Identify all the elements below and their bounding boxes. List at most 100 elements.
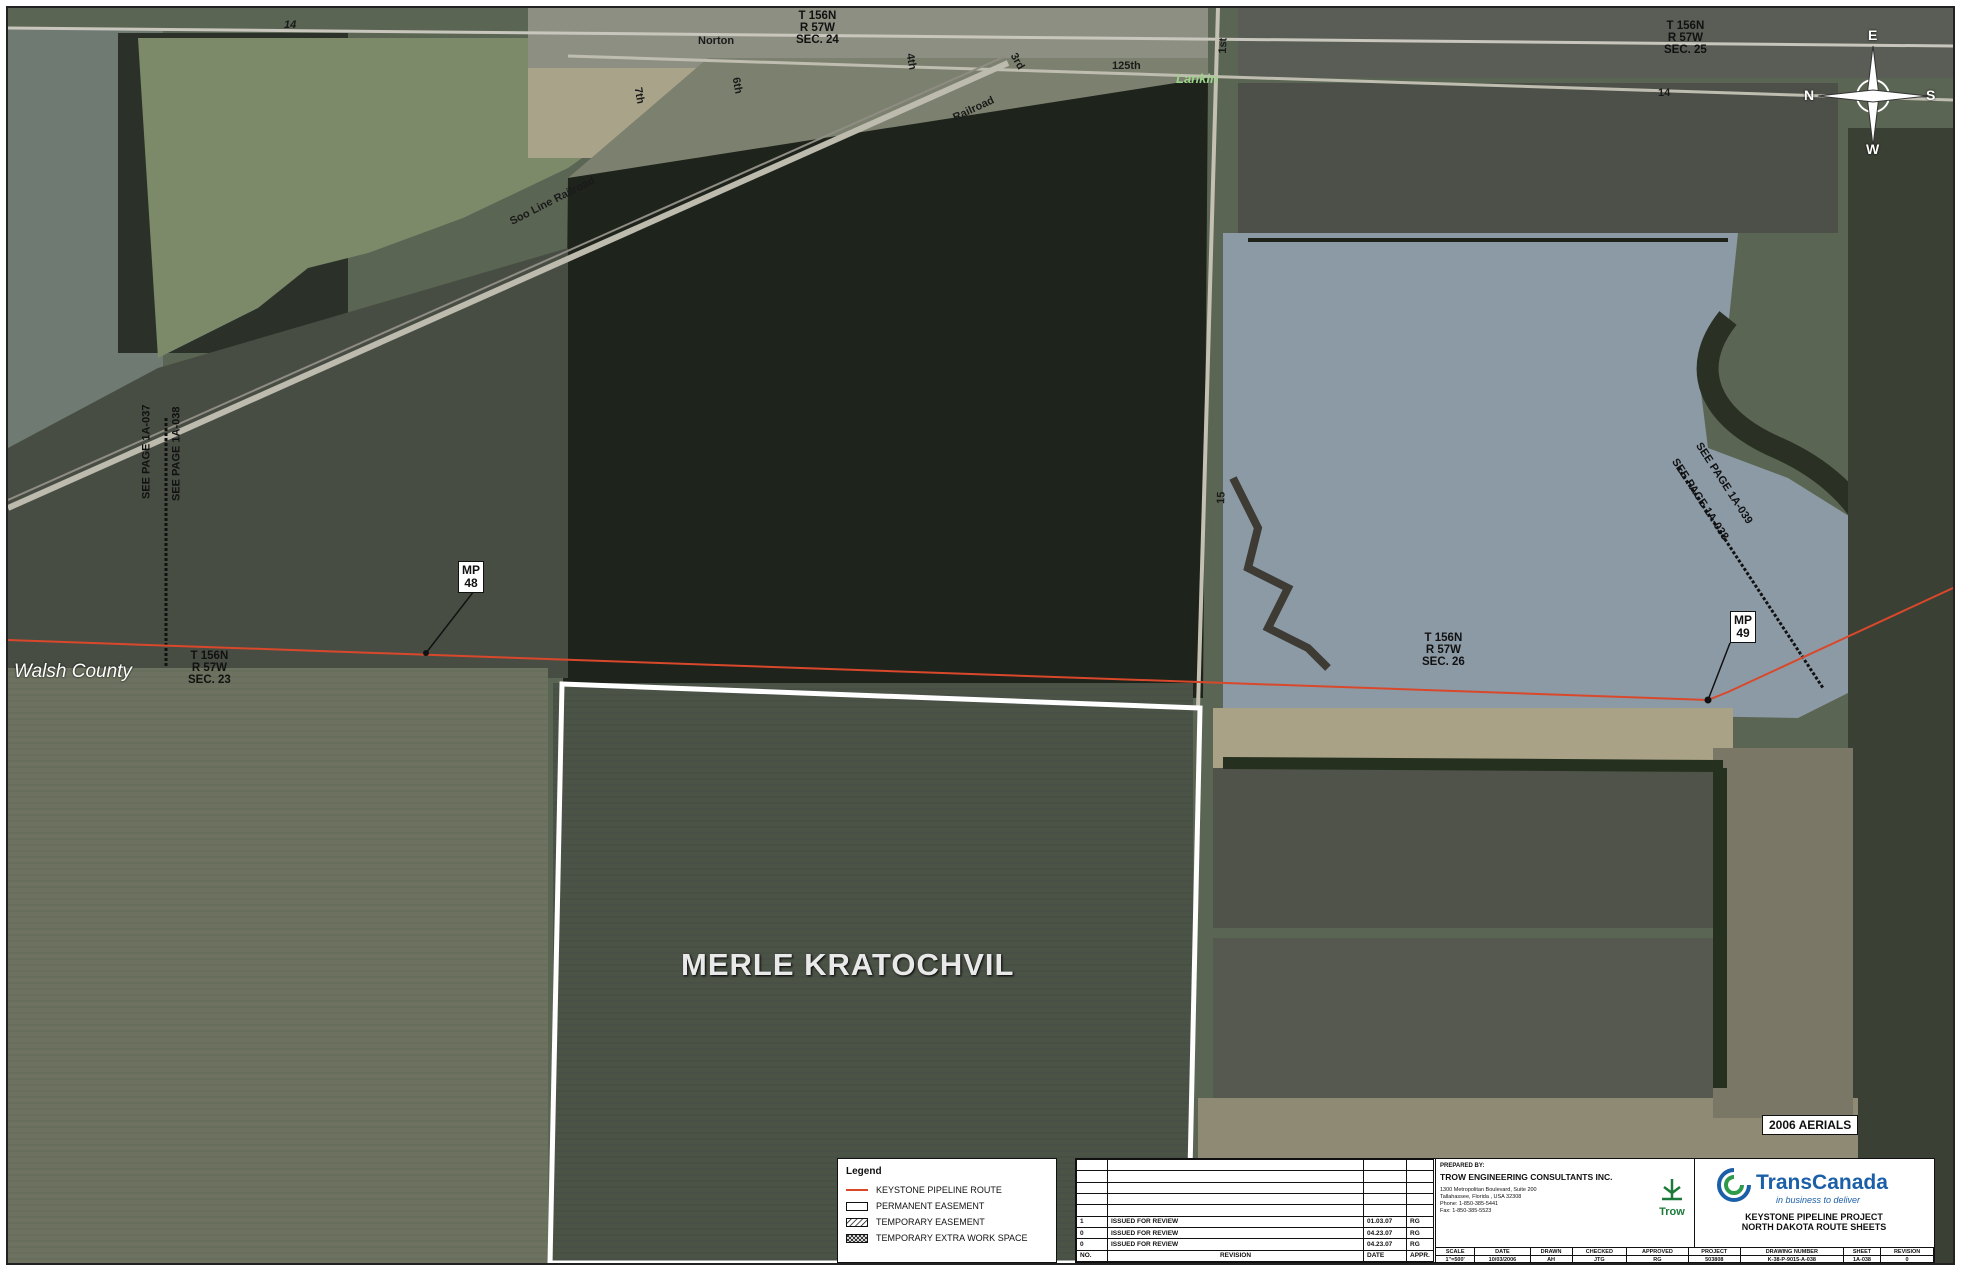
milepost-49-line2: 49	[1736, 626, 1750, 640]
parcel-owner-label: MERLE KRATOCHVIL	[681, 947, 1015, 982]
lankin-label: Lankin	[1176, 71, 1218, 86]
permanent-easement-swatch-icon	[846, 1201, 868, 1211]
transcanada-wordmark: TransCanada	[1756, 1171, 1888, 1194]
legend-item-extra-label: TEMPORARY EXTRA WORK SPACE	[876, 1233, 1028, 1243]
revision-table: 1 ISSUED FOR REVIEW 01.03.07 RG 0 ISSUED…	[1076, 1158, 1434, 1263]
info-value-project: 503808	[1687, 1255, 1741, 1263]
info-value-row: 1"=500' 10/03/2006 AH JTG RG 503808 K-38…	[1434, 1255, 1934, 1263]
section-west-sec: SEC. 23	[188, 674, 231, 687]
section-ne-sec: SEC. 25	[1664, 44, 1707, 57]
address-line: Tallahassee, Florida , USA 32308	[1440, 1194, 1522, 1200]
rev-no: 1	[1076, 1215, 1108, 1228]
section-north-r: R 57W	[799, 22, 835, 35]
section-ne-label: T 156N R 57W SEC. 25	[1664, 20, 1707, 56]
revision-row: 1 ISSUED FOR REVIEW 01.03.07 RG	[1076, 1215, 1434, 1228]
address-line: Fax: 1-850-385-5523	[1440, 1208, 1492, 1214]
legend: Legend KEYSTONE PIPELINE ROUTE PERMANENT…	[837, 1158, 1057, 1263]
trow-wordmark: Trow	[1659, 1206, 1685, 1218]
section-east-label: T 156N R 57W SEC. 26	[1422, 632, 1465, 668]
info-header: SCALE	[1434, 1247, 1476, 1256]
info-value-sheet: 1A-038	[1842, 1255, 1882, 1263]
info-value-drawing-number: K-38-P-9015-A-038	[1739, 1255, 1844, 1263]
milepost-48-line1: MP	[462, 563, 480, 577]
compass-rose-icon	[1817, 45, 1929, 147]
rev-date: 04.23.07	[1363, 1226, 1407, 1240]
revision-row: 0 ISSUED FOR REVIEW 04.23.07 RG	[1076, 1226, 1434, 1240]
info-header-row: SCALE DATE DRAWN CHECKED APPROVED PROJEC…	[1434, 1247, 1934, 1256]
rev-desc: ISSUED FOR REVIEW	[1107, 1238, 1364, 1251]
milepost-48-line2: 48	[464, 576, 478, 590]
rev-header-no: NO.	[1076, 1249, 1108, 1263]
aerials-note: 2006 AERIALS	[1762, 1115, 1859, 1135]
info-value-approved: RG	[1626, 1255, 1689, 1263]
info-header: APPROVED	[1626, 1247, 1689, 1256]
section-north-sec: SEC. 24	[796, 34, 839, 47]
transcanada-tagline: in business to deliver	[1776, 1195, 1861, 1205]
rev-date: 04.23.07	[1363, 1238, 1407, 1251]
aerial-imagery	[8, 8, 1953, 1263]
client-panel: TransCanada in business to deliver KEYST…	[1694, 1159, 1934, 1247]
road-norton-label: Norton	[698, 35, 735, 47]
project-title-line2: NORTH DAKOTA ROUTE SHEETS	[1741, 1222, 1887, 1232]
legend-item-route: KEYSTONE PIPELINE ROUTE	[846, 1185, 1002, 1195]
trow-logo-icon	[1662, 1179, 1682, 1201]
milepost-49-line1: MP	[1734, 613, 1752, 627]
rev-appr: RG	[1406, 1226, 1434, 1240]
section-west-label: T 156N R 57W SEC. 23	[188, 650, 231, 686]
route-swatch-icon	[846, 1189, 868, 1191]
rev-header-appr: APPR.	[1406, 1249, 1434, 1263]
info-value-checked: JTG	[1571, 1255, 1628, 1263]
trow-logo: Trow	[1658, 1177, 1686, 1218]
road-14-east-label: 14	[1658, 87, 1671, 99]
section-ne-r: R 57W	[1667, 32, 1703, 45]
match-line-west-a: SEE PAGE 1A-037	[140, 404, 153, 500]
title-block: 1 ISSUED FOR REVIEW 01.03.07 RG 0 ISSUED…	[1075, 1158, 1935, 1263]
section-east-t: T 156N	[1424, 632, 1463, 644]
rev-header-date: DATE	[1363, 1249, 1407, 1263]
info-value-drawn: AH	[1529, 1255, 1573, 1263]
compass-w-label: W	[1866, 141, 1880, 157]
section-west-r: R 57W	[191, 662, 227, 675]
drawing-info-table: SCALE DATE DRAWN CHECKED APPROVED PROJEC…	[1434, 1247, 1934, 1263]
temporary-easement-swatch-icon	[846, 1217, 868, 1227]
milepost-49: MP 49	[1730, 611, 1756, 643]
revision-row: 0 ISSUED FOR REVIEW 04.23.07 RG	[1076, 1238, 1434, 1251]
info-header: DRAWN	[1529, 1247, 1573, 1256]
info-header: DATE	[1474, 1247, 1531, 1256]
section-east-r: R 57W	[1425, 644, 1461, 657]
rev-desc: ISSUED FOR REVIEW	[1107, 1215, 1364, 1228]
info-header: PROJECT	[1687, 1247, 1741, 1256]
revision-header-row: NO. REVISION DATE APPR.	[1076, 1249, 1434, 1263]
info-header: SHEET	[1842, 1247, 1882, 1256]
rev-date: 01.03.07	[1363, 1215, 1407, 1228]
transcanada-logo-icon	[1717, 1168, 1751, 1202]
info-value-date: 10/03/2006	[1474, 1255, 1531, 1263]
rev-desc: ISSUED FOR REVIEW	[1107, 1226, 1364, 1240]
section-west-t: T 156N	[190, 650, 229, 662]
road-15-label: 15	[1215, 491, 1228, 505]
road-4th-label: 4th	[903, 52, 919, 71]
road-1st-label: 1st	[1216, 37, 1230, 54]
legend-item-temporary-label: TEMPORARY EASEMENT	[876, 1217, 985, 1227]
legend-title: Legend	[846, 1166, 882, 1177]
rev-no: 0	[1076, 1238, 1108, 1251]
info-value-revision: 0	[1880, 1255, 1934, 1263]
address-line: 1300 Metropolitan Boulevard, Suite 200	[1440, 1187, 1537, 1193]
legend-item-permanent: PERMANENT EASEMENT	[846, 1201, 984, 1211]
compass-n-label: N	[1804, 87, 1815, 103]
info-header: REVISION	[1880, 1247, 1934, 1256]
legend-item-extra: TEMPORARY EXTRA WORK SPACE	[846, 1233, 1028, 1243]
rev-appr: RG	[1406, 1238, 1434, 1251]
address-line: Phone: 1-850-385-5441	[1440, 1201, 1499, 1207]
preparer-panel: PREPARED BY: TROW ENGINEERING CONSULTANT…	[1435, 1159, 1695, 1247]
road-7th-label: 7th	[631, 86, 647, 105]
section-ne-t: T 156N	[1666, 20, 1705, 32]
project-title: KEYSTONE PIPELINE PROJECT NORTH DAKOTA R…	[1694, 1212, 1934, 1232]
section-north-label: T 156N R 57W SEC. 24	[796, 10, 839, 46]
info-header: DRAWING NUMBER	[1739, 1247, 1844, 1256]
legend-item-temporary: TEMPORARY EASEMENT	[846, 1217, 985, 1227]
section-east-sec: SEC. 26	[1422, 656, 1465, 669]
rev-no: 0	[1076, 1226, 1108, 1240]
section-north-t: T 156N	[798, 10, 837, 22]
route-sheet-map: 14 Norton 125th 1st 3rd 4th 6th 7th Rail…	[6, 6, 1955, 1265]
